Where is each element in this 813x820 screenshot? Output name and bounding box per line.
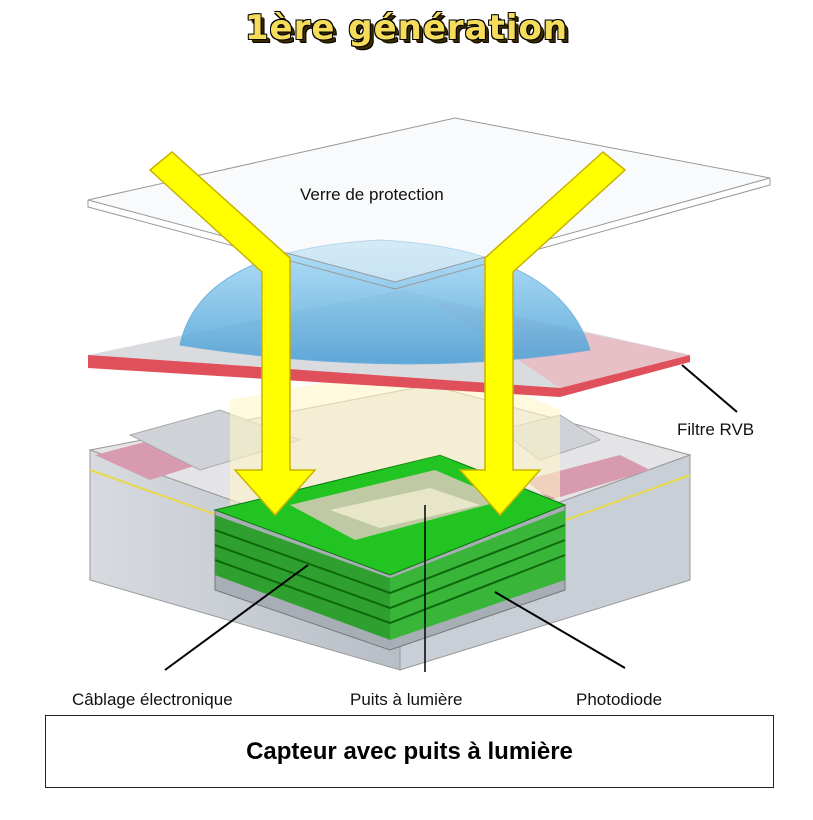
label-light-well: Puits à lumière xyxy=(350,690,463,709)
label-wiring: Câblage électronique xyxy=(72,690,233,709)
label-rgb-filter: Filtre RVB xyxy=(677,420,755,439)
light-arrow-left xyxy=(148,151,317,517)
leader-lines xyxy=(164,364,738,672)
caption-text: Capteur avec puits à lumière xyxy=(246,737,573,765)
label-photodiode: Photodiode xyxy=(576,690,663,709)
caption-box: Capteur avec puits à lumière xyxy=(45,715,774,788)
label-protective-glass: Verre de protection xyxy=(300,185,444,204)
light-arrow-right xyxy=(458,151,627,517)
diagram-title: 1ère génération xyxy=(244,8,569,48)
